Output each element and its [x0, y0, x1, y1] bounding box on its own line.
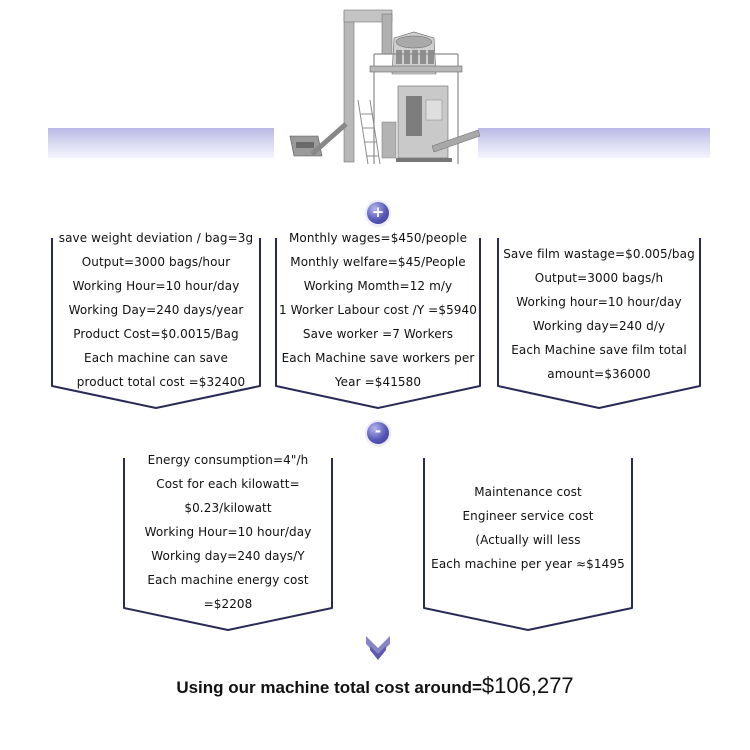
card-labour-saving: Monthly wages=$450/people Monthly welfar…	[270, 231, 486, 414]
card-line: amount=$36000	[547, 367, 651, 381]
card-frame	[123, 458, 333, 631]
total-cost-summary: Using our machine total cost around=$106…	[0, 673, 750, 699]
card-line: Working Hour=10 hour/day	[72, 279, 240, 293]
card-maintenance-cost: Maintenance cost Engineer service cost (…	[418, 452, 638, 634]
card-line: $0.23/kilowatt	[184, 501, 272, 515]
card-line: Output=3000 bags/h	[534, 271, 664, 285]
card-energy-cost: Energy consumption=4"/h Cost for each ki…	[118, 452, 338, 634]
card-line: Output=3000 bags/hour	[81, 255, 231, 269]
total-label: Using our machine total cost around=	[176, 678, 482, 697]
card-line: Monthly welfare=$45/People	[290, 255, 466, 269]
card-line: Engineer service cost	[462, 509, 594, 523]
card-line: Cost for each kilowatt=	[156, 477, 300, 491]
plus-icon: +	[367, 202, 389, 224]
chevron-down-icon	[366, 636, 390, 660]
card-weight-saving: save weight deviation / bag=3g Output=30…	[44, 231, 268, 414]
card-line: Working day=240 days/Y	[151, 549, 305, 563]
card-line: =$2208	[203, 597, 253, 611]
card-frame	[497, 238, 701, 409]
card-line: Product Cost=$0.0015/Bag	[73, 327, 239, 341]
card-line: Monthly wages=$450/people	[288, 231, 468, 245]
packaging-machine-image	[289, 9, 481, 165]
card-frame	[423, 458, 633, 631]
card-line: Working hour=10 hour/day	[516, 295, 682, 309]
card-line: Each Machine save workers per	[281, 351, 475, 365]
card-line: save weight deviation / bag=3g	[58, 231, 254, 245]
card-line: Energy consumption=4"/h	[147, 453, 309, 467]
total-value: $106,277	[481, 673, 574, 698]
card-line: product total cost =$32400	[76, 375, 246, 389]
card-frame	[275, 238, 481, 409]
card-line: Each Machine save film total	[511, 343, 687, 357]
card-line: Each machine per year ≈$1495	[431, 557, 625, 571]
card-line: 1 Worker Labour cost /Y =$5940	[278, 303, 478, 317]
card-frame	[51, 238, 261, 409]
card-line: Year =$41580	[334, 375, 422, 389]
card-line: Each machine energy cost	[147, 573, 309, 587]
card-film-saving: Save film wastage=$0.005/bag Output=3000…	[492, 232, 706, 414]
header-band-right	[478, 128, 710, 158]
card-line: Working Momth=12 m/y	[303, 279, 453, 293]
card-line: Each machine can save	[84, 351, 228, 365]
card-line: Working Hour=10 hour/day	[144, 525, 312, 539]
card-line: Working day=240 d/y	[532, 319, 666, 333]
card-line: Working Day=240 days/year	[68, 303, 244, 317]
card-line: Maintenance cost	[474, 485, 582, 499]
card-line: (Actually will less	[475, 533, 581, 547]
header-band-left	[48, 128, 274, 158]
card-line: Save worker =7 Workers	[302, 327, 454, 341]
card-line: Save film wastage=$0.005/bag	[503, 247, 695, 261]
minus-icon: -	[367, 422, 389, 444]
